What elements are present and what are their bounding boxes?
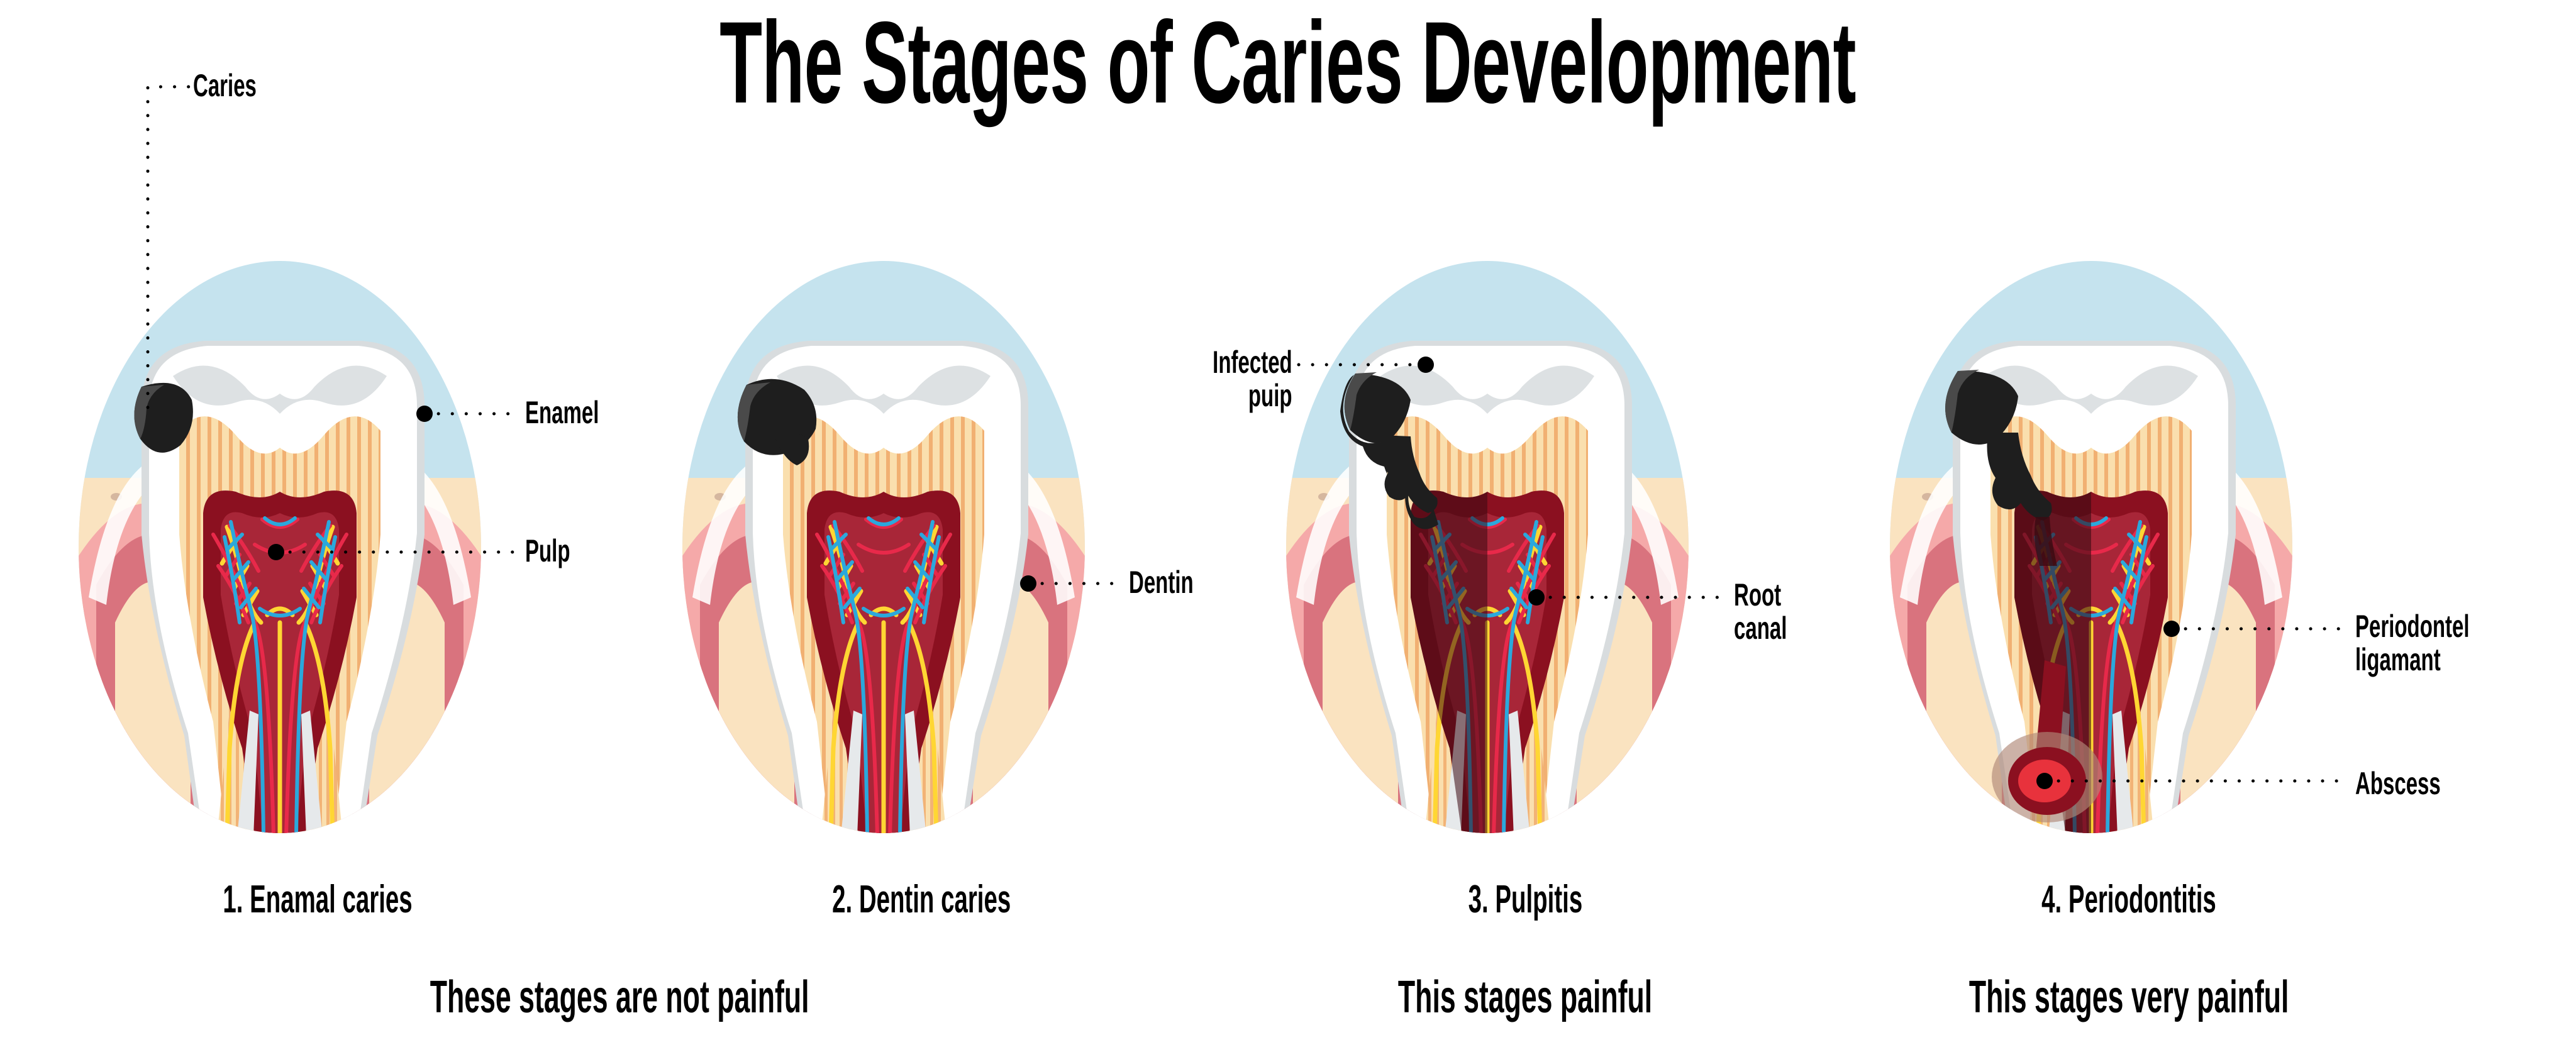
- caries-lesion-deep: [2035, 517, 2057, 566]
- pulp-vessels: [211, 516, 348, 833]
- caries-lesion-edge: [1945, 370, 1979, 433]
- caries-lesion-main: [1344, 374, 1411, 443]
- pulp-vessels: [815, 516, 952, 833]
- root-canal-inner-left: [237, 711, 258, 833]
- root-canal-inner-left: [841, 711, 862, 833]
- infected-pulp-overlay: [1411, 490, 1487, 833]
- caries-lesion: [1945, 370, 2018, 445]
- root-canal-inner-right: [2112, 711, 2134, 833]
- stage-4-caption: 4. Periodontitis: [2041, 878, 2216, 921]
- caries-lesion-edge: [737, 382, 770, 441]
- stage-1-caption: 1. Enamal caries: [223, 878, 413, 921]
- gum-left-highlight: [89, 467, 153, 605]
- pain-caption-stage-4: This stages very painful: [1968, 972, 2289, 1022]
- enamel-top-groove: [1380, 365, 1594, 414]
- label-pulp: Pulp: [525, 533, 570, 568]
- label-caries: Caries: [193, 68, 257, 103]
- page-title: The Stages of Caries Development: [719, 0, 1857, 128]
- caries-lesion-edge: [134, 385, 164, 439]
- enamel-top-groove: [1984, 365, 2198, 414]
- pain-caption-stage-3: This stages painful: [1397, 972, 1653, 1022]
- enamel-top-groove: [173, 365, 387, 414]
- caries-lesion-dentin: [774, 432, 809, 465]
- gum-left-highlight: [1296, 467, 1360, 605]
- label-dentin: Dentin: [1129, 565, 1194, 600]
- label-abscess: Abscess: [2355, 766, 2441, 801]
- stage-4-diagram: Periodontel ligamant Abscess: [1858, 261, 2470, 836]
- gum-left-highlight: [1900, 467, 1964, 605]
- label-periodontal-ligament: Periodontel ligamant: [2355, 609, 2470, 677]
- stage-1-diagram: Caries Enamel Pulp: [47, 69, 599, 836]
- root-canal-inner-right: [1509, 711, 1530, 833]
- stage-3-diagram: Infected puip Root canal: [1213, 261, 1796, 836]
- caries-lesion-channel: [1987, 433, 2052, 521]
- root-canal-inner-right: [301, 711, 323, 833]
- caries-lesion-edge: [1344, 372, 1377, 430]
- enamel-top-groove: [777, 365, 991, 414]
- stage-2-caption: 2. Dentin caries: [831, 878, 1011, 921]
- pain-caption-stages-1-2: These stages are not painful: [430, 972, 809, 1022]
- gum-left-highlight: [692, 467, 757, 605]
- root-canal-inner-right: [905, 711, 926, 833]
- stage-3-caption: 3. Pulpitis: [1468, 878, 1582, 921]
- label-enamel: Enamel: [525, 395, 599, 430]
- label-infected-pulp: Infected puip: [1213, 345, 1292, 413]
- abscess-core: [2018, 760, 2071, 802]
- label-root-canal: Root canal: [1734, 577, 1787, 646]
- stage-2-diagram: Dentin: [651, 261, 1194, 836]
- caries-lesion-channel: [1380, 435, 1438, 513]
